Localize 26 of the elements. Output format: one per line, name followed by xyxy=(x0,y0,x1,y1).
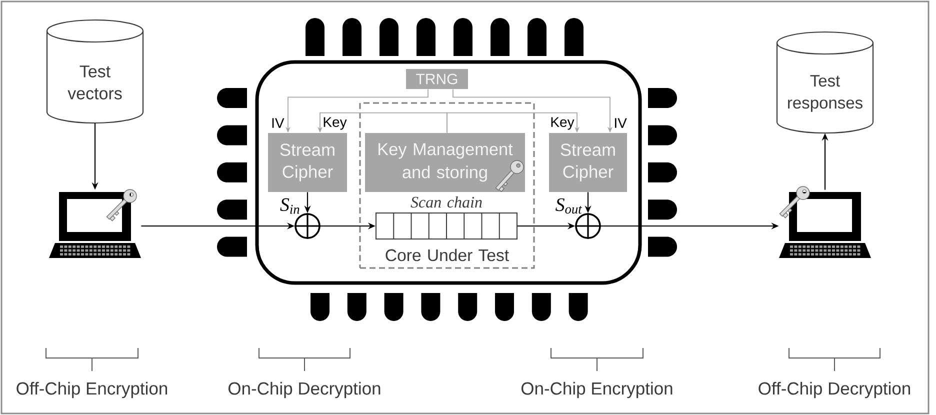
laptop-icon xyxy=(49,192,141,258)
chip-body xyxy=(255,60,642,285)
xor-symbol xyxy=(574,212,602,240)
process-box: TRNG xyxy=(406,69,468,89)
node-label: Test vectors xyxy=(68,66,122,100)
arrow xyxy=(446,112,580,134)
edge-label: IV xyxy=(270,118,285,128)
edge-label: IV xyxy=(613,118,628,128)
database-cylinder: Test responses xyxy=(776,31,874,134)
process-box: Stream Cipher xyxy=(268,133,347,192)
node-label: Scan chain xyxy=(410,196,482,208)
process-box: Stream Cipher xyxy=(549,133,627,192)
edge-label: Key xyxy=(550,116,575,130)
stage-label: On-Chip Decryption xyxy=(228,382,380,398)
stage-label: Off-Chip Decryption xyxy=(758,382,910,398)
edge-label: S$_{out}$ xyxy=(554,198,583,214)
database-cylinder: Test vectors xyxy=(46,19,144,124)
process-box: Key Management and storing xyxy=(365,133,525,192)
laptop-icon xyxy=(779,192,872,258)
stage-label: On-Chip Encryption xyxy=(521,382,672,398)
scan-chain: Scan chain xyxy=(376,196,518,240)
stage-label: Off-Chip Encryption xyxy=(16,382,168,398)
edge-label: Key xyxy=(322,116,348,130)
edge-label: S$_{in}$ xyxy=(279,198,301,214)
node-label: Test responses xyxy=(788,75,862,112)
xor-symbol xyxy=(294,212,322,240)
